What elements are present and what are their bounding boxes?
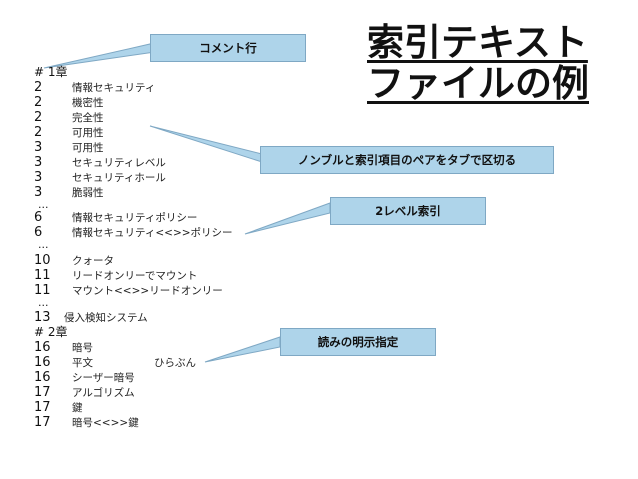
- index-term: 情報セキュリティ: [72, 82, 156, 94]
- index-term: 脆弱性: [72, 187, 104, 199]
- nombre: 16: [34, 355, 51, 370]
- index-term: アルゴリズム: [72, 387, 135, 399]
- index-reading: ひらぶん: [154, 357, 196, 369]
- nombre: 16: [34, 340, 51, 355]
- index-term: 可用性: [72, 142, 104, 154]
- level2-leader: [244, 202, 331, 235]
- index-term: 侵入検知システム: [64, 312, 148, 324]
- index-term: マウント<<>>リードオンリー: [72, 285, 223, 297]
- callout-reading: 読みの明示指定: [280, 328, 436, 356]
- index-term: 平文: [72, 357, 93, 369]
- callout-comment-label: コメント行: [199, 41, 257, 55]
- callout-two-level-label: 2レベル索引: [375, 204, 441, 218]
- reading-leader: [204, 336, 281, 363]
- ellipsis: ...: [38, 238, 49, 251]
- nombre: 2: [34, 125, 43, 140]
- nombre: 17: [34, 415, 51, 430]
- ellipsis-row: ...: [38, 237, 49, 252]
- nombre: 3: [34, 155, 43, 170]
- nombre: 11: [34, 268, 51, 283]
- index-term: 機密性: [72, 97, 104, 109]
- nombre: 6: [34, 210, 43, 225]
- nombre: 11: [34, 283, 51, 298]
- index-term: 鍵: [72, 402, 83, 414]
- ellipsis: ...: [38, 296, 49, 309]
- callout-comment-line: コメント行: [150, 34, 306, 62]
- index-term: リードオンリーでマウント: [72, 270, 198, 282]
- title-line-2: ファイルの例: [367, 62, 589, 105]
- index-term: 情報セキュリティポリシー: [72, 212, 198, 224]
- nombre: 13: [34, 310, 51, 325]
- nombre-leader: [149, 125, 263, 163]
- comment-text: # 2章: [34, 325, 68, 339]
- nombre: 17: [34, 385, 51, 400]
- slide-title: 索引テキスト ファイルの例: [367, 22, 627, 104]
- nombre: 2: [34, 110, 43, 125]
- index-term: 情報セキュリティ<<>>ポリシー: [72, 227, 233, 239]
- nombre: 2: [34, 95, 43, 110]
- ellipsis-row: ...: [38, 197, 49, 212]
- callout-reading-label: 読みの明示指定: [317, 335, 399, 349]
- nombre: 2: [34, 80, 43, 95]
- callout-nombre-tab: ノンブルと索引項目のペアをタブで区切る: [260, 146, 554, 174]
- nombre: 3: [34, 185, 43, 200]
- comment-text: # 1章: [34, 65, 68, 79]
- index-term: 暗号<<>>鍵: [72, 417, 139, 429]
- index-term: クォータ: [72, 255, 114, 267]
- callout-two-level: 2レベル索引: [330, 197, 486, 225]
- ellipsis-row: ...: [38, 295, 49, 310]
- index-term: 完全性: [72, 112, 104, 124]
- index-term: セキュリティレベル: [72, 157, 166, 169]
- index-term: 可用性: [72, 127, 104, 139]
- nombre: 6: [34, 225, 43, 240]
- index-term: 暗号: [72, 342, 93, 354]
- nombre: 10: [34, 253, 51, 268]
- nombre: 3: [34, 170, 43, 185]
- ellipsis: ...: [38, 198, 49, 211]
- callout-nombre-label: ノンブルと索引項目のペアをタブで区切る: [297, 153, 517, 167]
- nombre: 3: [34, 140, 43, 155]
- nombre: 16: [34, 370, 51, 385]
- title-line-1: 索引テキスト: [367, 21, 588, 64]
- index-term: セキュリティホール: [72, 172, 166, 184]
- nombre: 17: [34, 400, 51, 415]
- index-term: シーザー暗号: [72, 372, 135, 384]
